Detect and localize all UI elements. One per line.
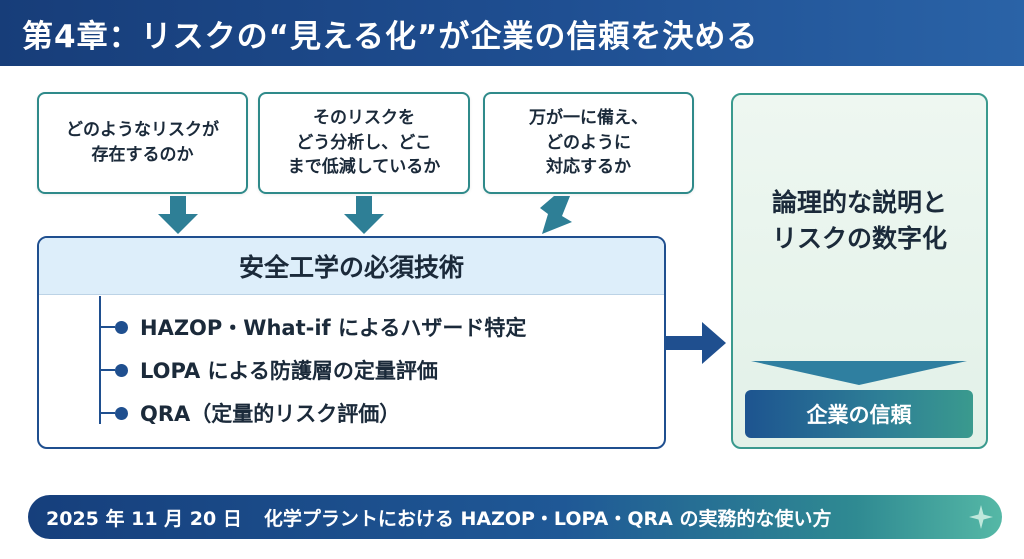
footer-subtitle: 化学プラントにおける HAZOP・LOPA・QRA の実務的な使い方 <box>263 507 832 530</box>
question-box-risk-existence: どのようなリスクが 存在するのか <box>37 92 248 194</box>
corporate-trust-badge: 企業の信頼 <box>745 390 973 438</box>
technique-item-lopa: LOPA による防護層の定量評価 <box>99 355 438 385</box>
technique-label: QRA（定量的リスク評価） <box>140 402 401 426</box>
tree-branch <box>99 412 115 414</box>
footer-date: 2025 年 11 月 20 日 <box>46 507 242 530</box>
result-statement: 論理的な説明と リスクの数字化 <box>771 188 947 254</box>
question-box-risk-analysis: そのリスクを どう分析し、どこ まで低減しているか <box>258 92 470 194</box>
down-arrow-icon <box>158 196 198 234</box>
bullet-dot-icon <box>115 406 128 420</box>
bullet-dot-icon <box>115 363 128 377</box>
tree-connector-line <box>99 296 101 424</box>
sparkle-icon <box>969 505 993 529</box>
right-arrow-icon <box>666 322 726 364</box>
technique-label: HAZOP・What-if によるハザード特定 <box>140 316 527 340</box>
safety-techniques-panel: 安全工学の必須技術 HAZOP・What-if によるハザード特定 LOPA に… <box>37 236 666 449</box>
question-box-risk-response: 万が一に備え、 どのように 対応するか <box>483 92 694 194</box>
down-arrow-icon <box>540 196 572 234</box>
technique-item-hazop: HAZOP・What-if によるハザード特定 <box>99 312 526 342</box>
safety-techniques-heading: 安全工学の必須技術 <box>39 238 664 295</box>
technique-item-qra: QRA（定量的リスク評価） <box>99 398 400 428</box>
tree-branch <box>99 369 115 371</box>
tree-branch <box>99 326 115 328</box>
result-panel: 論理的な説明と リスクの数字化 企業の信頼 <box>731 93 988 449</box>
page-title: 第4章：リスクの“見える化”が企業の信頼を決める <box>0 0 1024 66</box>
footer-bar: 2025 年 11 月 20 日 化学プラントにおける HAZOP・LOPA・Q… <box>28 495 1002 539</box>
down-arrow-icon <box>344 196 384 234</box>
chevron-down-icon <box>751 361 967 385</box>
technique-label: LOPA による防護層の定量評価 <box>140 359 438 383</box>
bullet-dot-icon <box>115 320 128 334</box>
